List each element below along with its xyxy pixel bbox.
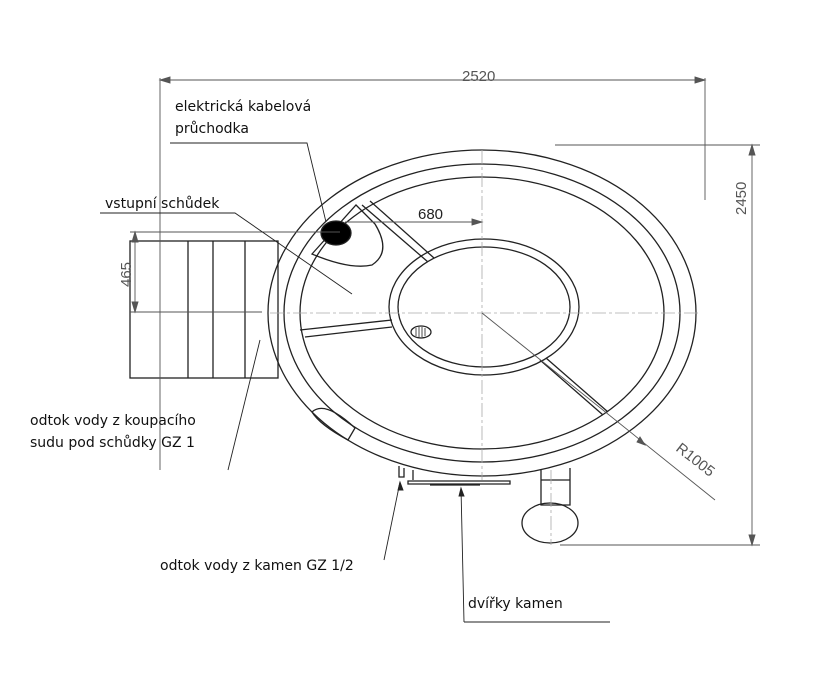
stove-well-outer	[388, 238, 580, 376]
dim-680-arrow	[471, 218, 484, 226]
dim-R1005-line	[481, 312, 716, 501]
dim-680: 680	[418, 206, 443, 223]
entry-stairs	[129, 240, 279, 379]
label-drain-stove: odtok vody z kamen GZ 1/2	[160, 558, 354, 574]
leader-drain-stove	[383, 481, 401, 561]
dim-465-line	[130, 231, 340, 313]
label-stove-door: dvířky kamen	[468, 596, 563, 612]
leader-drain-tub	[227, 339, 261, 471]
leader-stove-door	[460, 487, 610, 623]
stove-door	[407, 470, 511, 486]
label-drain-tub-1: odtok vody z koupacího	[30, 413, 196, 429]
chimney	[540, 468, 571, 506]
leader-arrowheads	[397, 480, 465, 497]
drain-grate	[410, 325, 432, 339]
label-cable-gland-2: průchodka	[175, 121, 249, 137]
dim-2520-line	[159, 78, 706, 470]
dim-2450-line	[555, 144, 760, 546]
dim-465-arrows	[131, 230, 139, 314]
dim-R1005: R1005	[673, 440, 718, 481]
dim-2520: 2520	[462, 68, 495, 85]
dim-R1005-arrow	[636, 436, 647, 446]
dim-2520-arrows	[158, 76, 707, 84]
bench-divider-bottom	[539, 357, 609, 416]
bench-divider-left	[299, 319, 393, 338]
bench-divider-top	[361, 200, 435, 263]
dim-465: 465	[118, 262, 135, 287]
step-recess	[310, 204, 384, 267]
cable-gland	[320, 220, 352, 246]
drain-pipe	[398, 466, 405, 478]
dim-2450: 2450	[733, 182, 750, 215]
chimney-base	[521, 502, 579, 544]
label-entry-step: vstupní schůdek	[105, 196, 220, 212]
label-cable-gland-1: elektrická kabelová	[175, 99, 312, 115]
drain-grate-bars	[415, 327, 426, 337]
leader-cable-gland	[170, 142, 327, 223]
label-drain-tub-2: sudu pod schůdky GZ 1	[30, 435, 195, 451]
stove-well-inner	[397, 246, 571, 368]
stair-treads	[187, 241, 246, 378]
leader-entry-step	[100, 212, 353, 295]
dim-2450-arrows	[748, 143, 756, 547]
side-cutout	[311, 407, 356, 441]
